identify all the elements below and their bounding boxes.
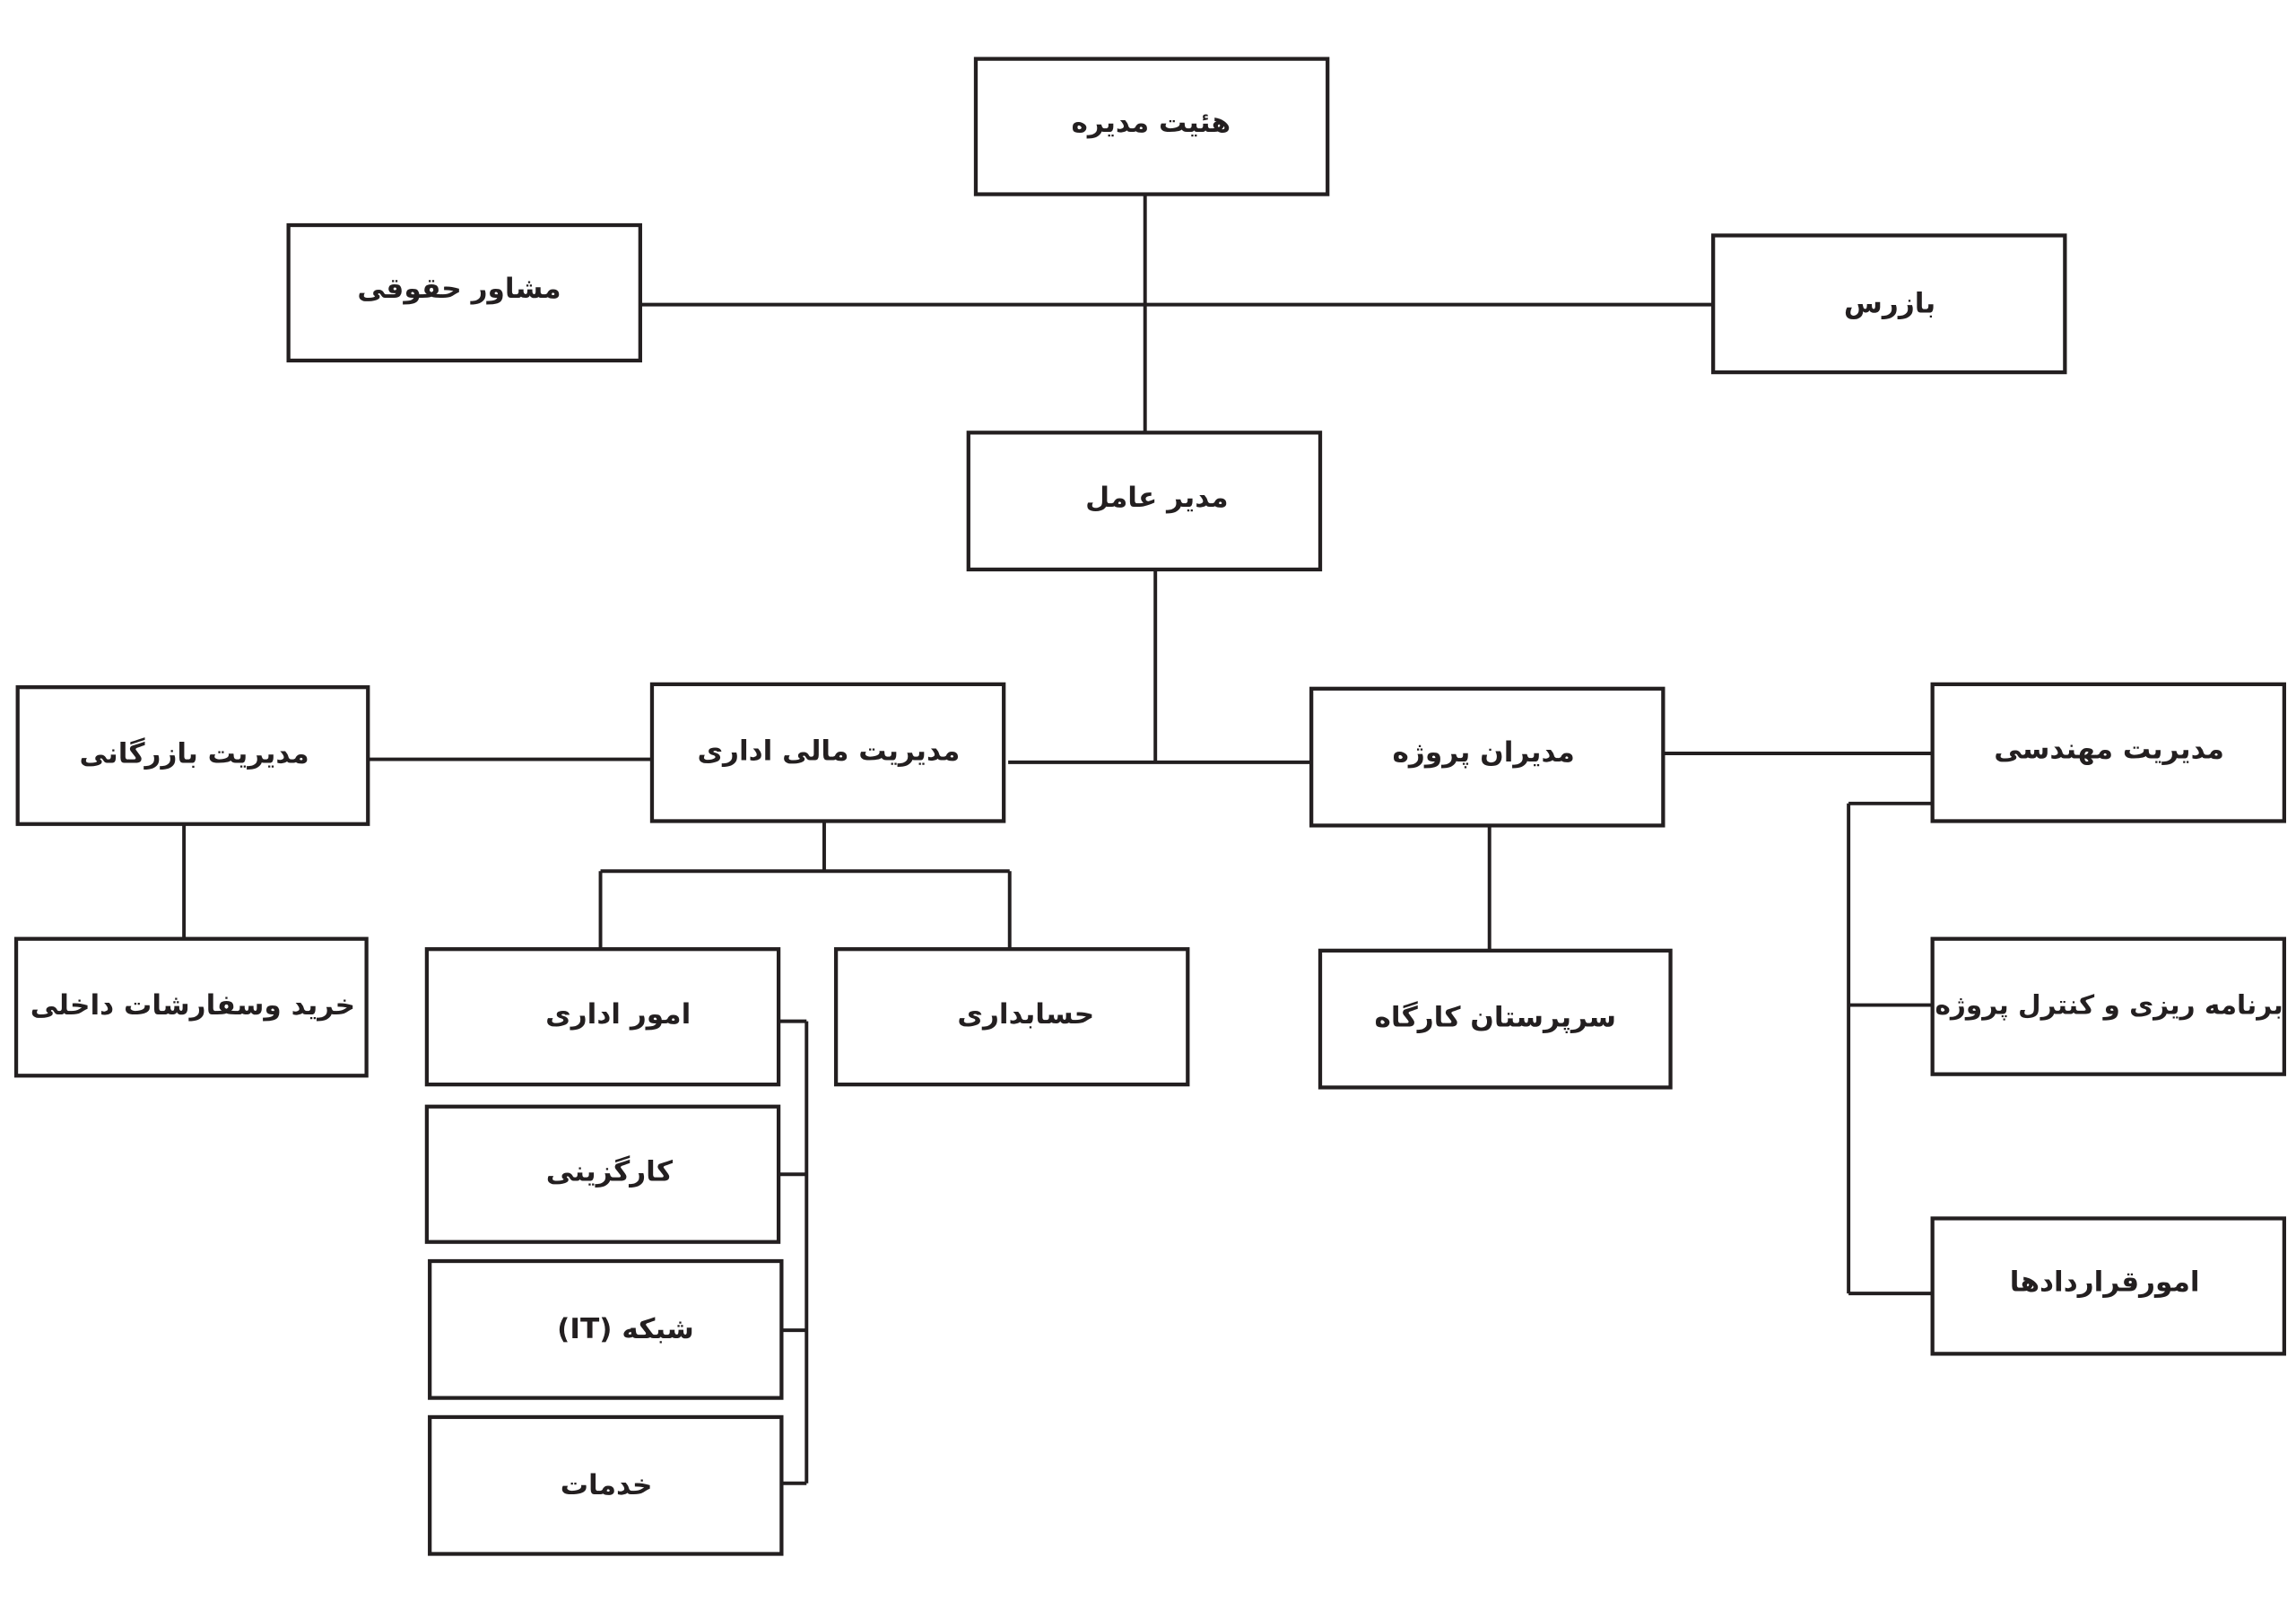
node-label: کارگزینی — [546, 1155, 674, 1188]
node-network-it: شبکه (IT) — [428, 1258, 784, 1400]
node-inspector: بازرس — [1711, 233, 2067, 375]
node-services: خدمات — [428, 1414, 784, 1556]
node-label: مشاور حقوقی — [357, 273, 561, 305]
node-contracts: امورقراردادها — [1930, 1216, 2287, 1356]
node-ceo: مدیر عامل — [966, 431, 1323, 572]
node-legal-advisor: مشاور حقوقی — [286, 222, 642, 363]
node-label: مدیریت مهندسی — [1994, 734, 2224, 766]
node-label: هئیت مدیره — [1071, 107, 1231, 139]
node-finance-admin: مدیریت مالی اداری — [649, 682, 1006, 823]
node-board: هئیت مدیره — [973, 57, 1330, 196]
node-label: برنامه ریزی و کنترل پروژه — [1935, 990, 2283, 1022]
node-label: شبکه (IT) — [557, 1313, 694, 1345]
node-planning-control: برنامه ریزی و کنترل پروژه — [1930, 936, 2287, 1076]
node-commerce: مدیریت بازرگانی — [15, 685, 370, 826]
node-label: خدمات — [561, 1469, 653, 1501]
node-project-managers: مدیران پروژه — [1309, 686, 1665, 828]
node-accounting: حسابداری — [833, 947, 1190, 1087]
node-site-supervisors: سرپرستان کارگاه — [1318, 948, 1673, 1090]
node-label: حسابداری — [957, 998, 1094, 1031]
node-admin-affairs: امور اداری — [424, 947, 781, 1087]
node-label: بازرس — [1844, 288, 1935, 320]
node-label: مدیریت بازرگانی — [79, 737, 309, 770]
node-label: مدیر عامل — [1085, 482, 1228, 514]
connectors — [182, 194, 1933, 1485]
node-engineering: مدیریت مهندسی — [1930, 682, 2287, 823]
node-label: مدیریت مالی اداری — [697, 735, 960, 767]
node-label: امورقراردادها — [2010, 1266, 2200, 1299]
node-label: مدیران پروژه — [1393, 736, 1575, 769]
node-purchasing: خرید وسفارشات داخلی — [13, 936, 369, 1078]
node-label: خرید وسفارشات داخلی — [30, 989, 355, 1022]
node-personnel: کارگزینی — [424, 1104, 781, 1244]
node-label: امور اداری — [545, 998, 691, 1031]
node-label: سرپرستان کارگاه — [1374, 1000, 1616, 1033]
